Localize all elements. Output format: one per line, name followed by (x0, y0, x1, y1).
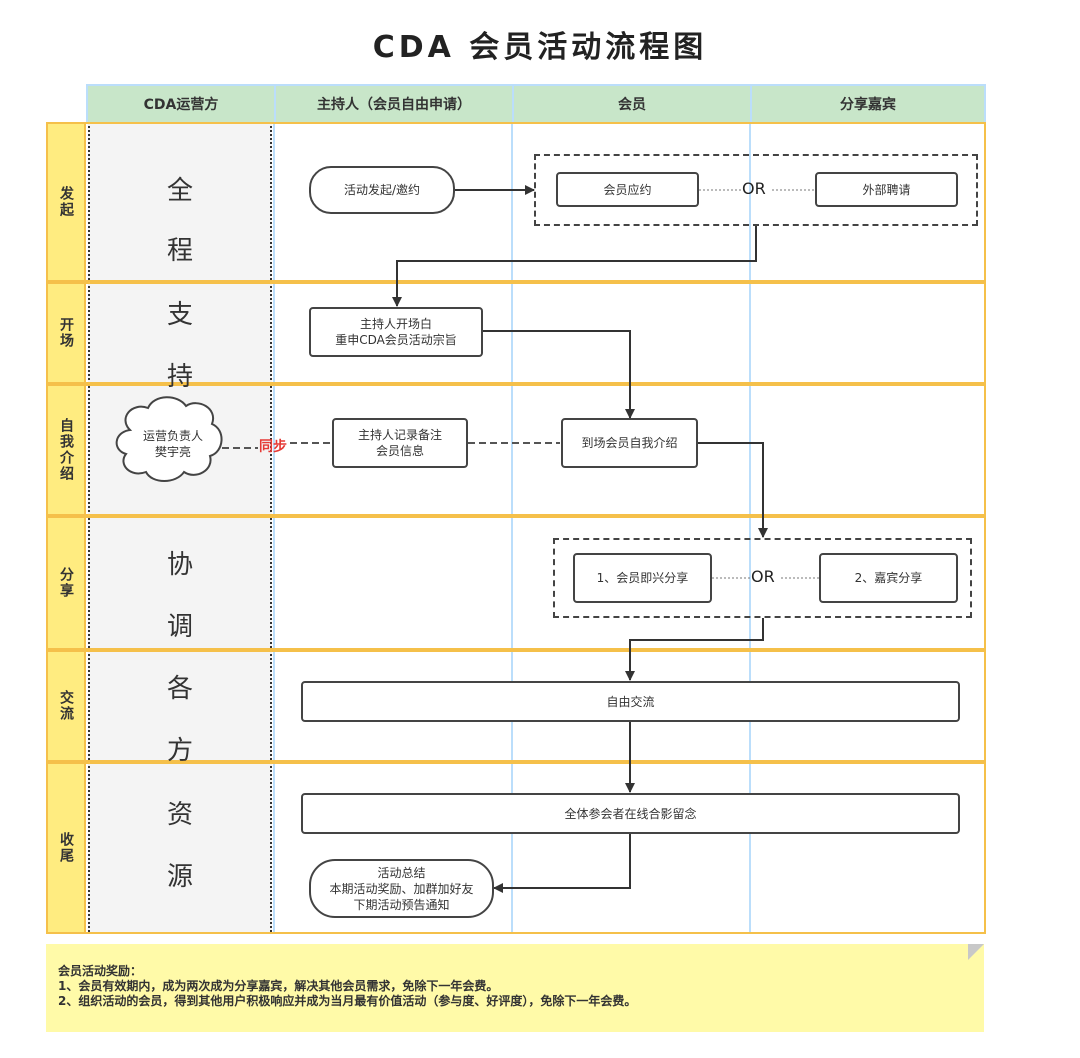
note-line: 2、组织活动的会员，得到其他用户积极响应并成为当月最有价值活动（参与度、好评度）… (58, 994, 637, 1008)
node-guest-share[interactable]: 2、嘉宾分享 (819, 553, 958, 603)
node-initiate[interactable]: 活动发起/邀约 (309, 166, 455, 214)
node-member-apply[interactable]: 会员应约 (556, 172, 699, 207)
cda-ops-column (88, 122, 272, 932)
ops-char: 调 (166, 612, 193, 642)
node-free-exchange[interactable]: 自由交流 (301, 681, 960, 722)
column-divider (511, 122, 513, 932)
column-header-host: 主持人（会员自由申请） (274, 84, 512, 122)
column-header-cda-ops: CDA运营方 (86, 84, 274, 122)
ops-char: 持 (166, 362, 193, 392)
column-header-guest: 分享嘉宾 (750, 84, 986, 122)
share-option-group (553, 538, 972, 618)
ops-char: 方 (166, 736, 193, 766)
ops-char: 程 (166, 236, 193, 266)
lane-label-opening: 开场 (46, 282, 86, 384)
lane-label-share: 分享 (46, 516, 86, 650)
node-host-opening[interactable]: 主持人开场白 重申CDA会员活动宗旨 (309, 307, 483, 357)
node-external-invite[interactable]: 外部聘请 (815, 172, 958, 207)
node-group-photo[interactable]: 全体参会者在线合影留念 (301, 793, 960, 834)
note-line: 1、会员有效期内，成为两次成为分享嘉宾，解决其他会员需求，免除下一年会费。 (58, 979, 499, 993)
ops-char: 协 (166, 550, 193, 580)
rewards-note: 会员活动奖励： 1、会员有效期内，成为两次成为分享嘉宾，解决其他会员需求，免除下… (46, 944, 984, 1032)
column-header-member: 会员 (512, 84, 750, 122)
lane-label-exchange: 交流 (46, 650, 86, 762)
lane-closing (46, 762, 986, 934)
page-fold-icon (968, 944, 984, 960)
ops-char: 支 (166, 300, 193, 330)
or-label: OR (742, 179, 766, 198)
or-label: OR (751, 567, 775, 586)
column-divider (273, 122, 275, 932)
diagram-title: CDA 会员活动流程图 (372, 30, 708, 65)
ops-char: 各 (166, 674, 193, 704)
node-summary[interactable]: 活动总结 本期活动奖励、加群加好友 下期活动预告通知 (309, 859, 494, 918)
node-host-record[interactable]: 主持人记录备注 会员信息 (332, 418, 468, 468)
sync-label: 同步 (259, 439, 287, 455)
initiate-option-group (534, 154, 978, 226)
ops-char: 全 (166, 176, 193, 206)
note-heading: 会员活动奖励： (58, 964, 143, 978)
node-member-intro[interactable]: 到场会员自我介绍 (561, 418, 698, 468)
lane-label-initiate: 发起 (46, 122, 86, 282)
lane-label-self-intro: 自我介绍 (46, 384, 86, 516)
node-ops-owner[interactable]: 运营负责人 樊宇亮 (142, 429, 203, 459)
ops-char: 资 (166, 800, 193, 830)
ops-char: 源 (166, 862, 193, 892)
lane-label-closing: 收尾 (46, 762, 86, 934)
node-member-share[interactable]: 1、会员即兴分享 (573, 553, 712, 603)
